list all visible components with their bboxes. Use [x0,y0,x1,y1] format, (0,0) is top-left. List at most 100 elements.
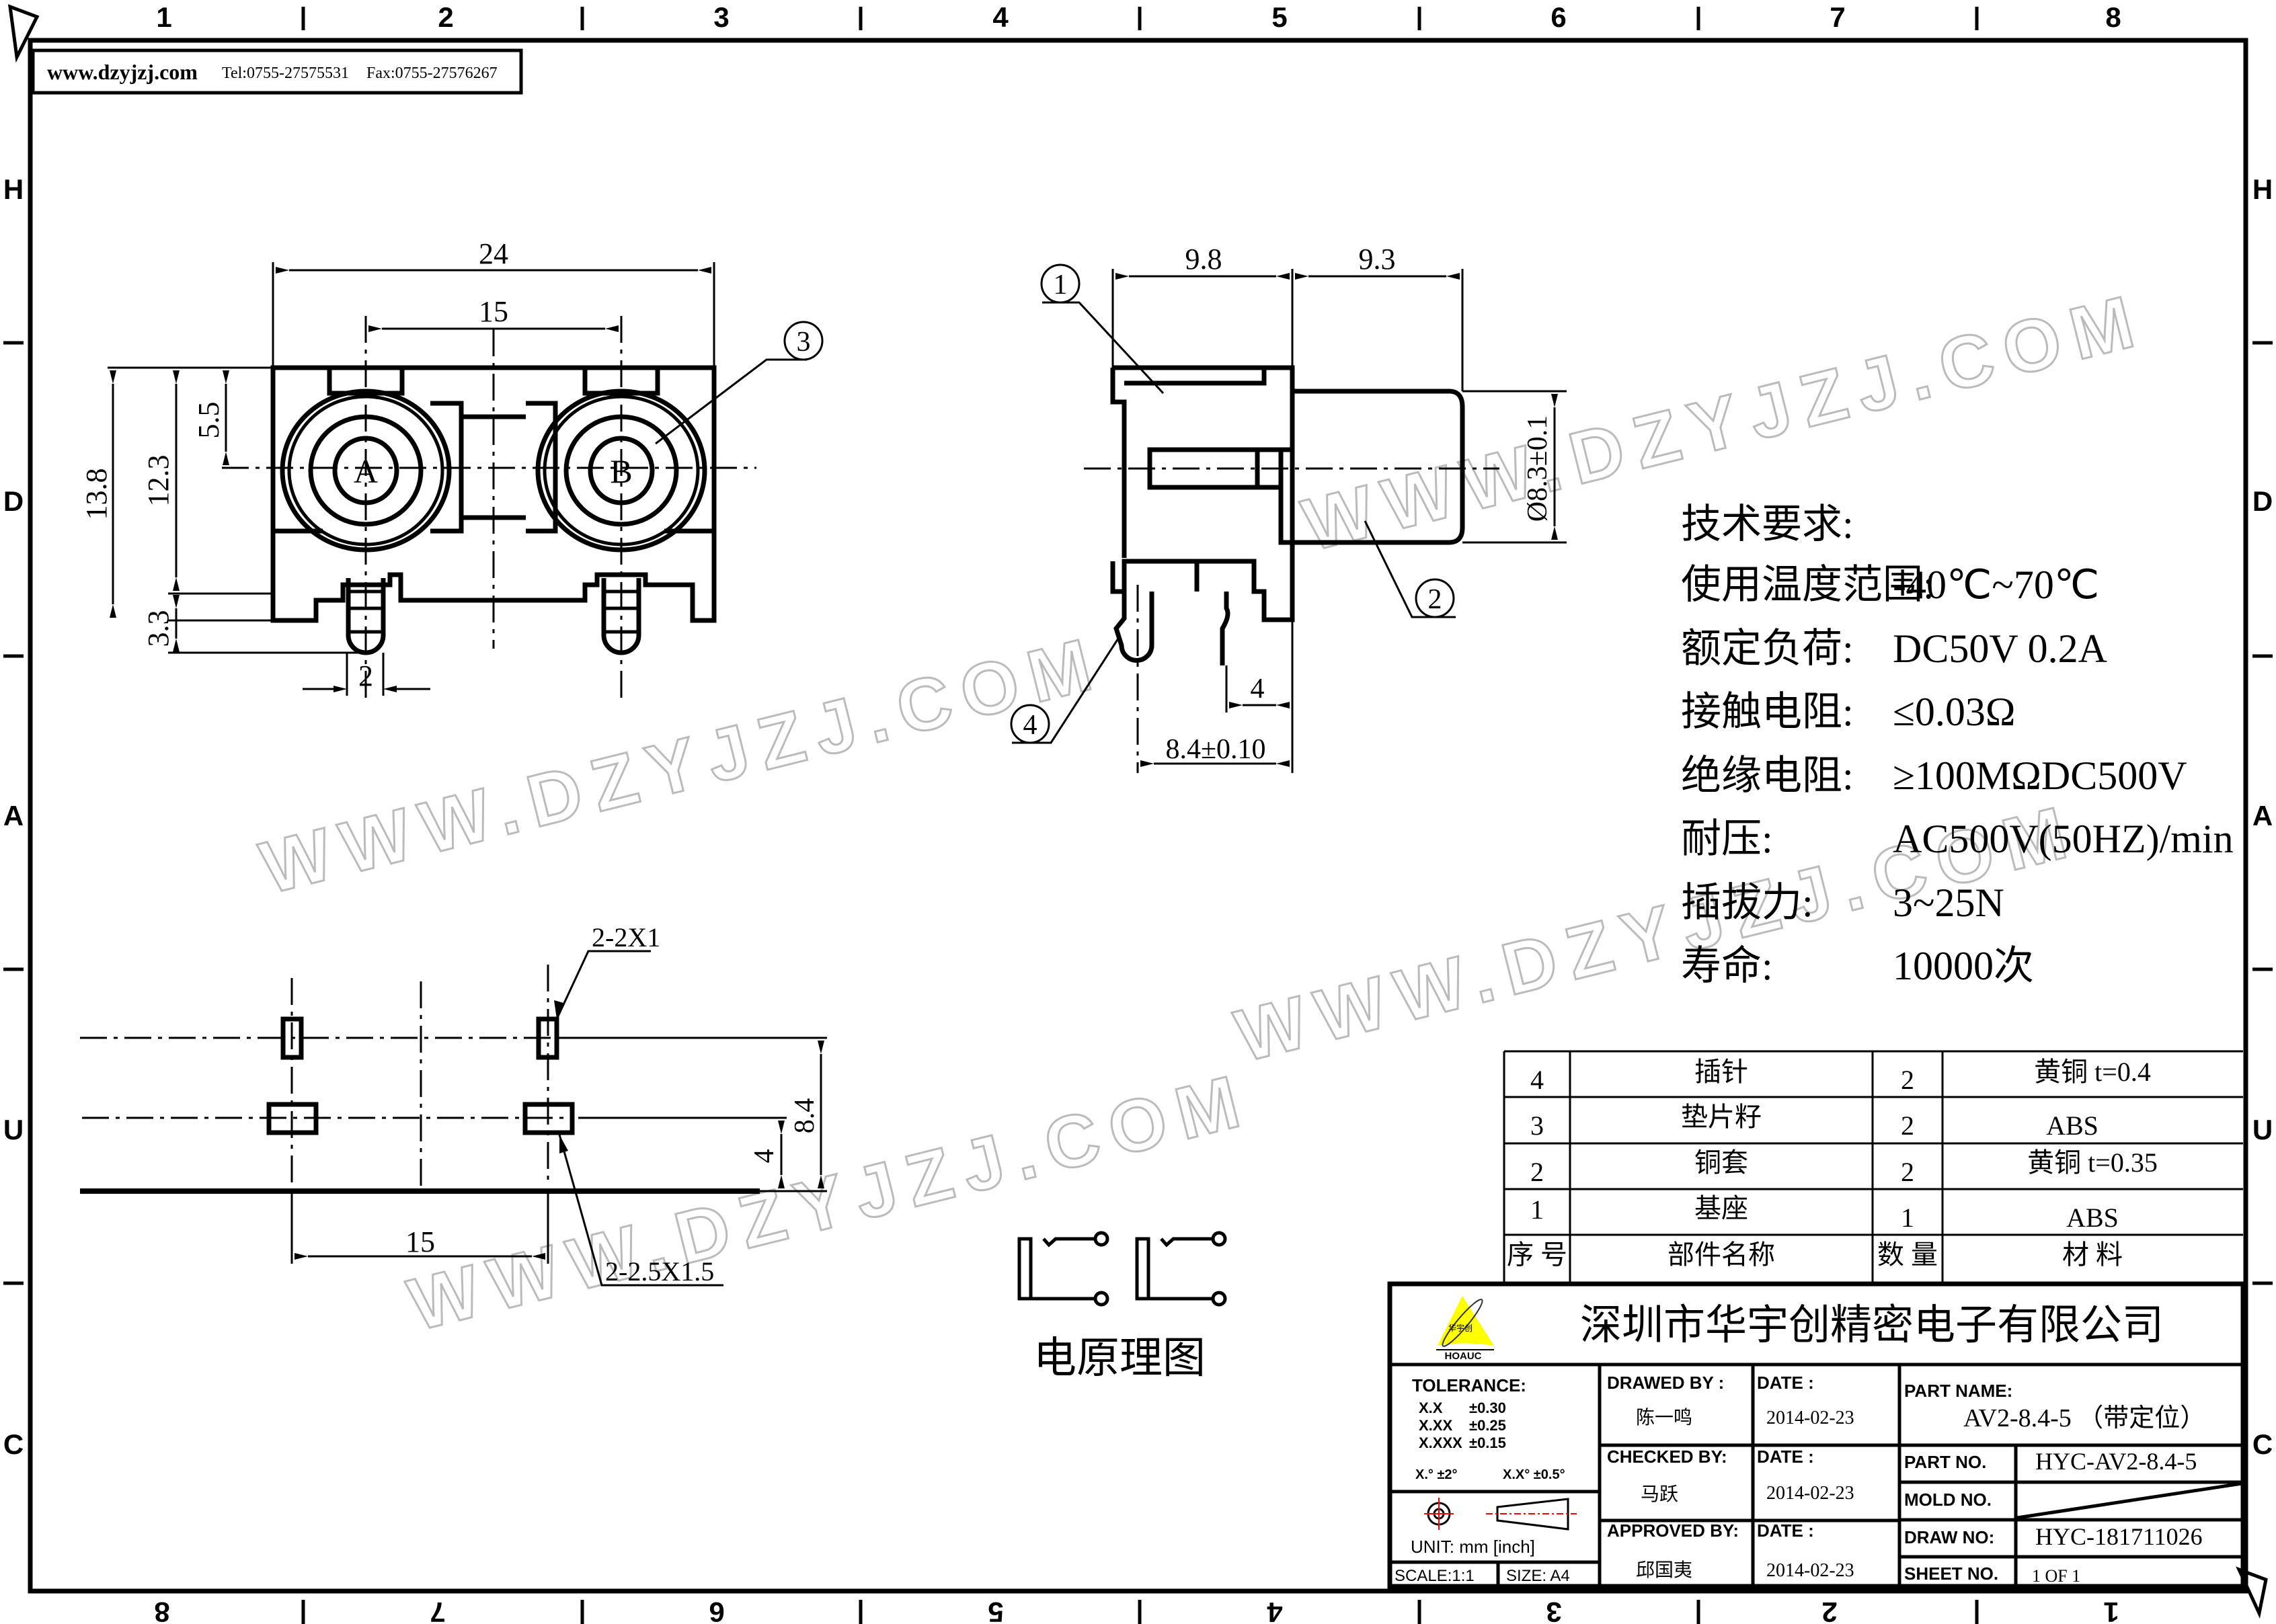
svg-text:技术要求:: 技术要求: [1681,502,1854,546]
balloon-2: 2 [1364,520,1456,618]
contact-header: www.dzyjzj.com Tel:0755-27575531 Fax:075… [31,48,523,95]
svg-text:材 料: 材 料 [2062,1240,2123,1270]
svg-text:2014-02-23: 2014-02-23 [1766,1483,1854,1504]
svg-text:X.° ±2°: X.° ±2° [1415,1467,1458,1482]
svg-text:数 量: 数 量 [1877,1240,1938,1270]
company-logo: 华宇创 HOAUC [1436,1296,1494,1362]
svg-text:插拔力:: 插拔力: [1681,881,1813,925]
fax-text: Fax:0755-27576267 [366,65,498,82]
side-view: 9.8 9.3 Ø8.3±0.1 4 8.4±0.10 1 2 4 [1010,243,1567,773]
svg-text:1: 1 [1530,1194,1544,1225]
schematic: 电原理图 [1017,1231,1227,1382]
svg-text:基座: 基座 [1694,1193,1748,1223]
svg-text:9.8: 9.8 [1185,243,1222,276]
technical-requirements: 技术要求: 使用温度范围: -40℃~70℃ 额定负荷: DC50V 0.2A … [1681,502,2234,988]
svg-text:耐压:: 耐压: [1681,817,1773,861]
svg-text:DC50V 0.2A: DC50V 0.2A [1893,626,2107,671]
svg-text:3: 3 [713,1,729,33]
svg-text:UNIT: mm [inch]: UNIT: mm [inch] [1411,1537,1535,1557]
svg-text:马跃: 马跃 [1641,1484,1678,1505]
svg-text:C: C [2252,1428,2273,1460]
svg-text:PART NAME:: PART NAME: [1904,1381,2012,1401]
svg-text:垫片籽: 垫片籽 [1681,1102,1762,1132]
svg-text:3.3: 3.3 [142,610,175,647]
svg-text:2014-02-23: 2014-02-23 [1766,1408,1854,1428]
svg-text:10000次: 10000次 [1893,944,2034,988]
svg-text:H: H [2252,173,2273,205]
svg-text:4: 4 [1267,1596,1283,1624]
svg-text:APPROVED BY:: APPROVED BY: [1607,1520,1739,1541]
svg-text:D: D [2252,485,2273,517]
svg-text:9.3: 9.3 [1359,243,1396,276]
svg-text:DATE :: DATE : [1757,1373,1814,1393]
projection-symbol [1424,1498,1577,1531]
svg-text:2: 2 [1530,1157,1544,1187]
title-block: 华宇创 HOAUC 深圳市华宇创精密电子有限公司 TOLERANCE: X.X±… [1387,1281,2246,1589]
svg-text:1: 1 [2103,1596,2119,1624]
svg-text:HYC-AV2-8.4-5: HYC-AV2-8.4-5 [2035,1448,2197,1475]
svg-text:X.XXX: X.XXX [1419,1434,1462,1451]
svg-text:3~25N: 3~25N [1893,881,2004,925]
svg-text:2: 2 [1821,1596,1837,1624]
svg-text:4: 4 [1530,1065,1544,1095]
svg-text:4: 4 [1023,710,1037,741]
svg-text:2: 2 [1901,1157,1914,1187]
svg-text:-40℃~70℃: -40℃~70℃ [1893,563,2099,607]
svg-text:15: 15 [405,1225,435,1258]
svg-text:华宇创: 华宇创 [1448,1324,1473,1333]
svg-text:24: 24 [479,237,508,270]
svg-text:C: C [3,1428,24,1460]
svg-text:Ø8.3±0.1: Ø8.3±0.1 [1522,415,1553,522]
svg-text:WWW.DZYJZJ.COM: WWW.DZYJZJ.COM [401,1057,1259,1346]
svg-text:8.4: 8.4 [789,1098,820,1134]
svg-text:铜套: 铜套 [1694,1147,1748,1178]
svg-text:4: 4 [749,1149,780,1164]
schematic-title: 电原理图 [1033,1334,1206,1382]
svg-text:SHEET NO.: SHEET NO. [1904,1564,1998,1584]
svg-text:2: 2 [1901,1110,1914,1141]
svg-text:ABS: ABS [2046,1110,2098,1141]
svg-text:5.5: 5.5 [192,402,225,439]
svg-text:U: U [3,1114,24,1145]
svg-text:X.X° ±0.5°: X.X° ±0.5° [1503,1467,1565,1482]
tel-text: Tel:0755-27575531 [222,65,349,82]
svg-text:绝缘电阻:: 绝缘电阻: [1681,754,1854,798]
svg-text:2014-02-23: 2014-02-23 [1766,1560,1854,1581]
svg-text:SCALE:1:1: SCALE:1:1 [1395,1567,1475,1585]
svg-text:15: 15 [479,295,508,328]
svg-text:插针: 插针 [1694,1057,1748,1087]
svg-text:3: 3 [1546,1596,1561,1624]
svg-text:12.3: 12.3 [142,455,175,507]
svg-text:MOLD NO.: MOLD NO. [1904,1490,1992,1510]
svg-text:1: 1 [156,1,171,33]
svg-text:PART NO.: PART NO. [1904,1452,1986,1472]
svg-text:A: A [3,800,24,831]
svg-text:1 OF 1: 1 OF 1 [2032,1566,2080,1586]
svg-text:3: 3 [797,327,811,358]
svg-text:7: 7 [430,1596,445,1624]
svg-text:2: 2 [1901,1065,1914,1095]
svg-text:HOAUC: HOAUC [1445,1350,1482,1362]
svg-text:≥100MΩDC500V: ≥100MΩDC500V [1893,754,2187,798]
svg-text:U: U [2252,1114,2273,1145]
svg-text:X.X: X.X [1419,1399,1443,1416]
svg-text:H: H [3,173,24,205]
svg-text:部件名称: 部件名称 [1667,1240,1775,1270]
website-link[interactable]: www.dzyjzj.com [47,60,198,84]
svg-text:陈一鸣: 陈一鸣 [1636,1407,1692,1428]
svg-text:DRAWED BY :: DRAWED BY : [1607,1373,1724,1393]
svg-text:使用温度范围:: 使用温度范围: [1681,563,1934,607]
balloon-1: 1 [1040,263,1165,395]
balloon-3: 3 [655,321,824,445]
svg-text:CHECKED BY:: CHECKED BY: [1607,1447,1727,1467]
svg-text:AC500V(50HZ)/min: AC500V(50HZ)/min [1893,817,2234,861]
svg-text:HYC-181711026: HYC-181711026 [2035,1523,2203,1550]
svg-text:6: 6 [709,1596,724,1624]
svg-text:13.8: 13.8 [80,469,113,520]
svg-text:接触电阻:: 接触电阻: [1681,690,1854,734]
svg-text:2: 2 [1428,584,1442,615]
svg-text:2-2X1: 2-2X1 [592,922,660,952]
